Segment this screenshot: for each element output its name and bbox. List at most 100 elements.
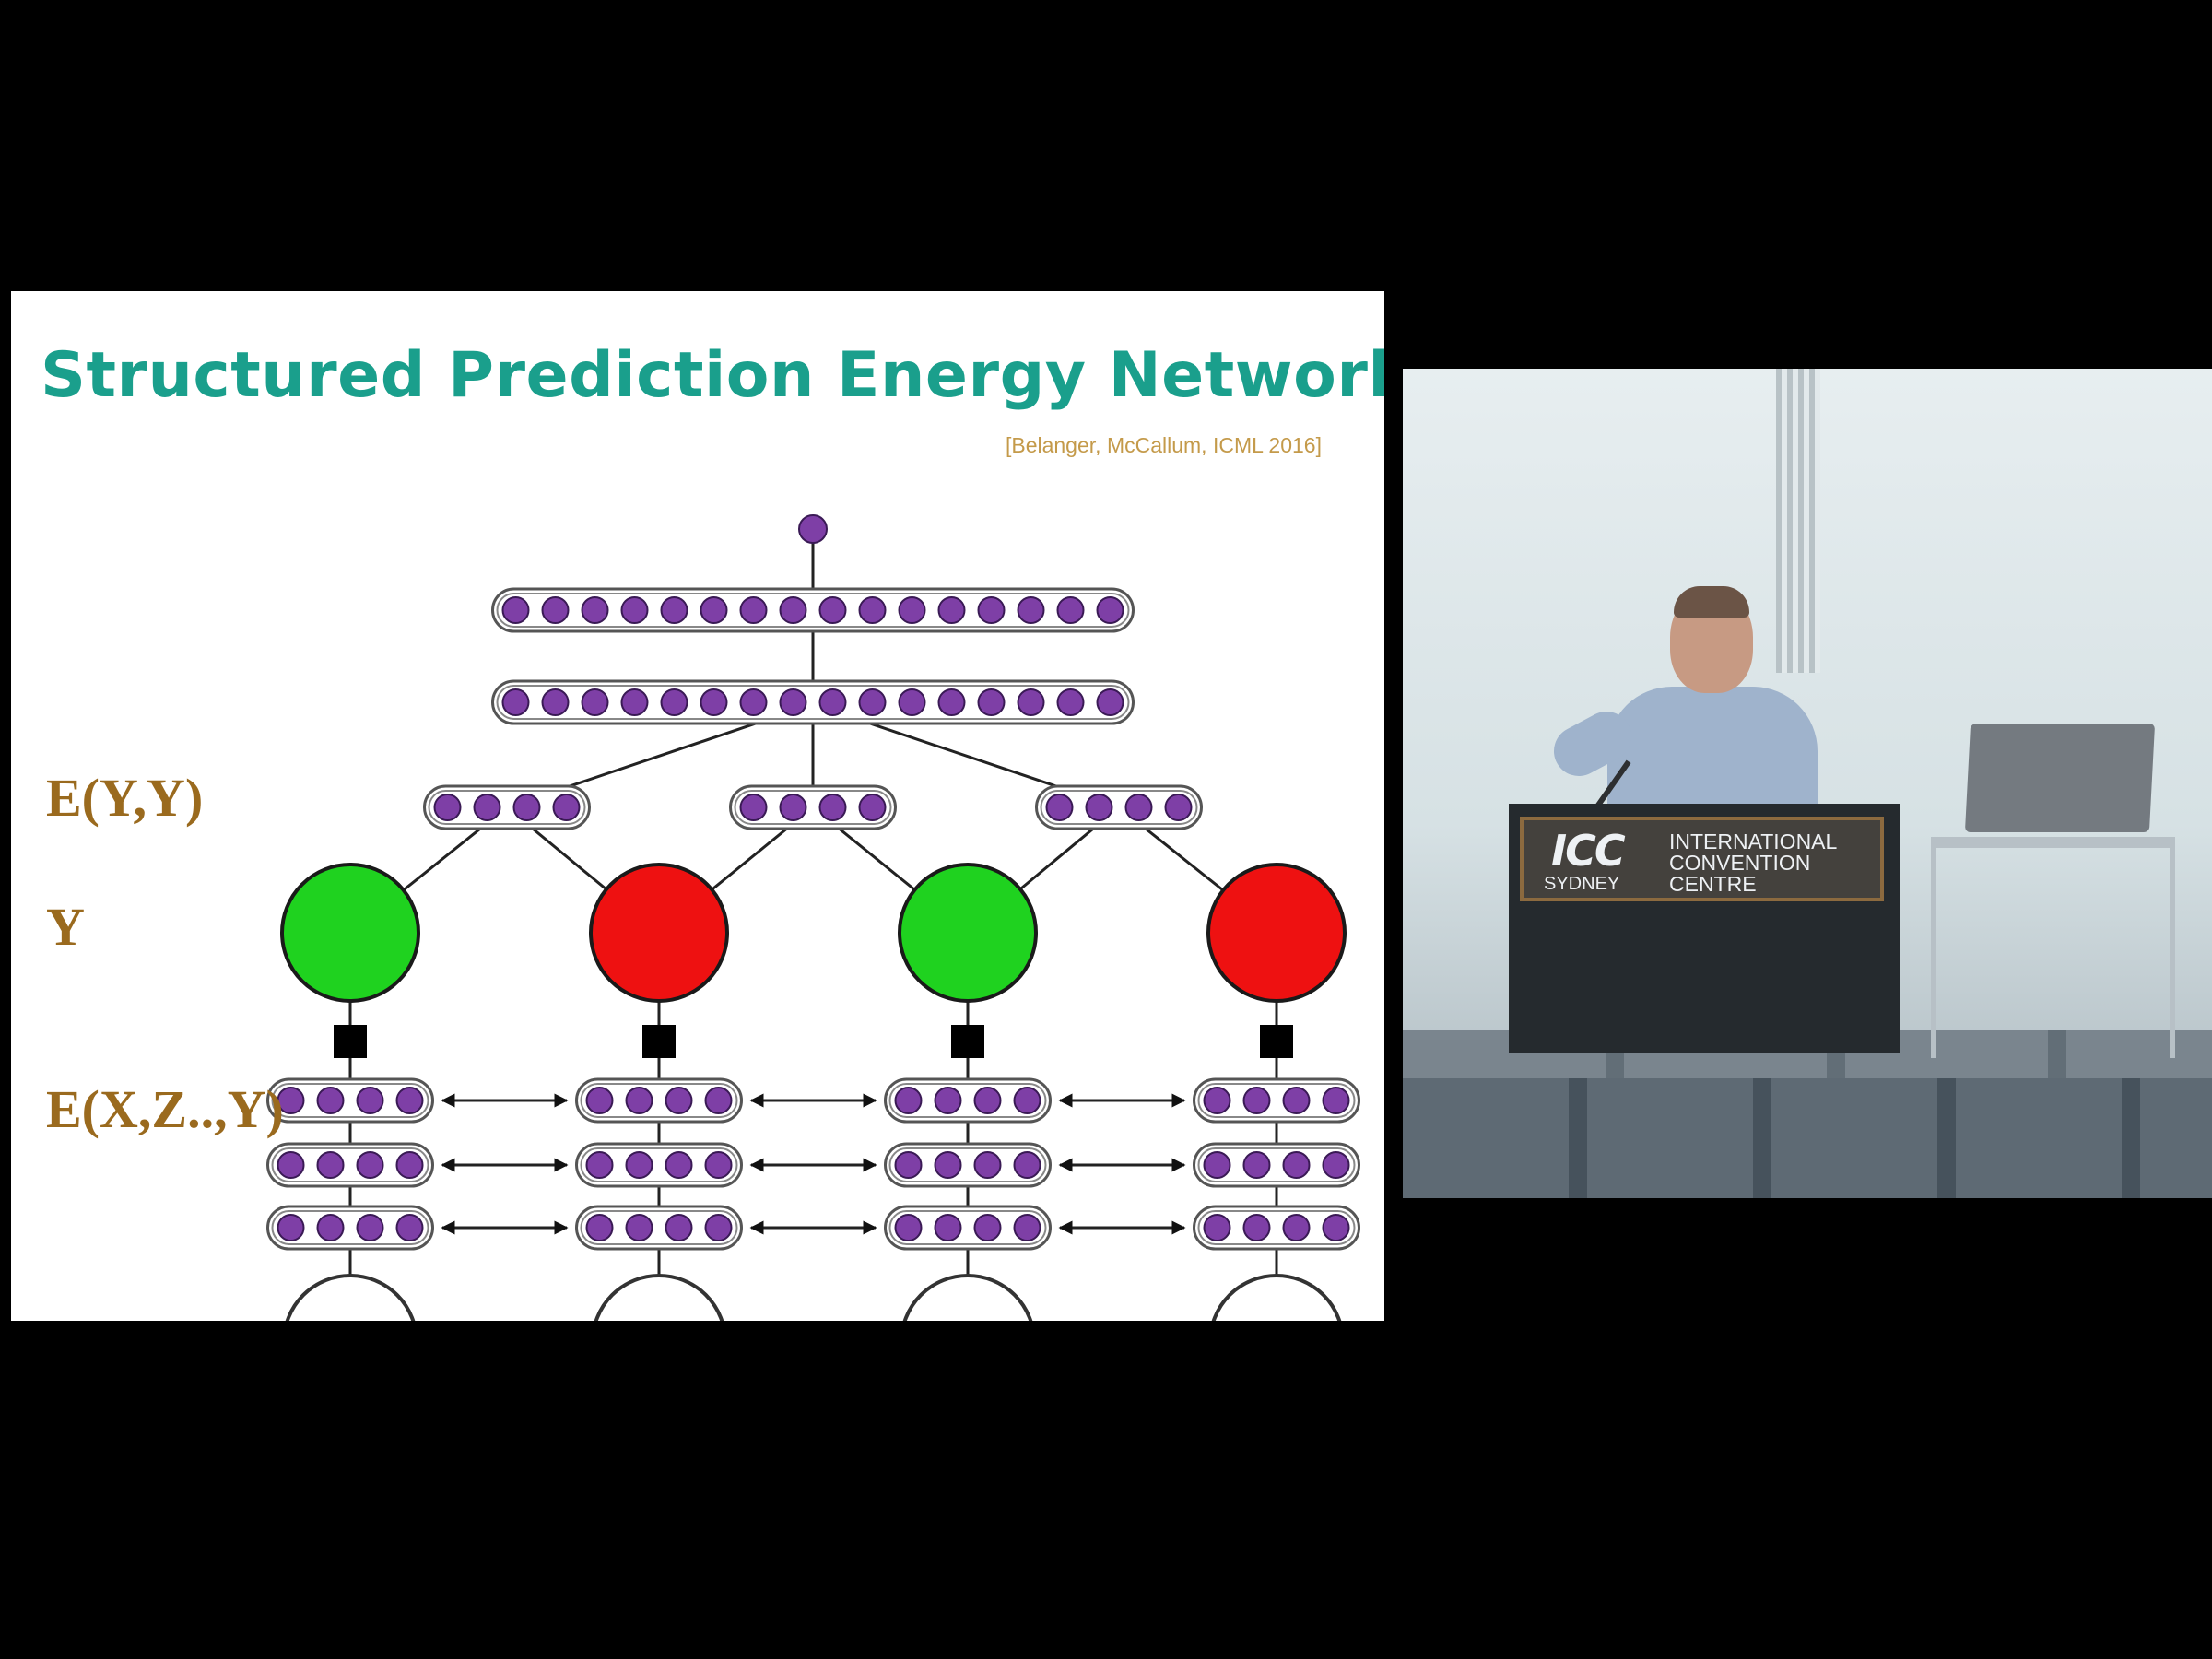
factor-square-3 <box>951 1025 984 1058</box>
pairwise-group-3-neuron <box>1124 794 1153 821</box>
unary-stack-col3-row3-neuron <box>1013 1214 1041 1241</box>
hidden-layer-2-neuron <box>620 596 649 624</box>
podium-city: SYDNEY <box>1544 874 1620 894</box>
unary-stack-col4-row1-neuron <box>1282 1087 1311 1114</box>
unary-stack-col1-row2-neuron <box>356 1151 384 1179</box>
hidden-layer-2-neuron <box>581 596 609 624</box>
unary-stack-col2-row2-neuron <box>625 1151 653 1179</box>
label-node-2 <box>589 863 729 1003</box>
unary-stack-col1-row2-neuron <box>276 1151 305 1179</box>
hidden-layer-1-neuron <box>660 688 688 716</box>
slide-citation: [Belanger, McCallum, ICML 2016] <box>1005 433 1322 457</box>
unary-stack-col3-row3-neuron <box>894 1214 923 1241</box>
hidden-layer-2-neuron <box>660 596 688 624</box>
hidden-layer-2-neuron <box>937 596 966 624</box>
row-label-energy-xzy: E(X,Z..,Y) <box>46 1079 284 1139</box>
unary-stack-col3-row3-neuron <box>934 1214 962 1241</box>
pairwise-group-1-neuron <box>512 794 541 821</box>
spen-network-diagram <box>266 514 1360 1321</box>
unary-stack-col3-row1-neuron <box>1013 1087 1041 1114</box>
unary-stack-col4-row2-inner <box>1197 1147 1356 1182</box>
input-node-4 <box>1211 1274 1342 1321</box>
pairwise-group-2-neuron <box>818 794 847 821</box>
unary-stack-col1-row1-neuron <box>395 1087 424 1114</box>
factor-square-4 <box>1260 1025 1293 1058</box>
presentation-slide: Structured Prediction Energy Networks [B… <box>11 291 1384 1321</box>
hidden-layer-1-inner <box>496 685 1130 720</box>
pairwise-group-2-neuron <box>858 794 887 821</box>
hidden-layer-1-neuron <box>1017 688 1045 716</box>
unary-stack-col2-row2-neuron <box>585 1151 614 1179</box>
pairwise-group-2-inner <box>734 790 892 825</box>
pairwise-group-1-neuron <box>552 794 581 821</box>
unary-stack-col4-row3-neuron <box>1322 1214 1350 1241</box>
hidden-layer-2-neuron <box>1017 596 1045 624</box>
unary-stack-col4-row3-neuron <box>1282 1214 1311 1241</box>
audience-seats-front <box>1403 1078 2212 1198</box>
unary-stack-col4-row3-neuron <box>1203 1214 1231 1241</box>
laptop-stand <box>1931 837 2175 1058</box>
hidden-layer-1-neuron <box>700 688 728 716</box>
speaker-video-feed: ICC SYDNEY INTERNATIONAL CONVENTION CENT… <box>1403 369 2212 1198</box>
speaker-hair <box>1674 586 1749 618</box>
hidden-layer-1-neuron <box>739 688 768 716</box>
hidden-layer-1-neuron <box>620 688 649 716</box>
input-node-2 <box>594 1274 724 1321</box>
podium-logo: ICC <box>1551 826 1626 876</box>
hidden-layer-1-neuron <box>501 688 530 716</box>
unary-stack-col2-row1-inner <box>580 1083 738 1118</box>
label-node-3 <box>898 863 1038 1003</box>
hidden-layer-2-neuron <box>779 596 807 624</box>
pairwise-group-1-neuron <box>433 794 462 821</box>
hidden-layer-1-neuron <box>937 688 966 716</box>
unary-stack-col3-row2-neuron <box>894 1151 923 1179</box>
hidden-layer-2-neuron <box>898 596 926 624</box>
unary-stack-col2-row1-neuron <box>585 1087 614 1114</box>
unary-stack-col1-row2-neuron <box>316 1151 345 1179</box>
hidden-layer-2-inner <box>496 593 1130 628</box>
unary-stack-col2-row2-neuron <box>704 1151 733 1179</box>
hidden-layer-2-neuron <box>1096 596 1124 624</box>
hidden-layer-1-neuron <box>898 688 926 716</box>
unary-stack-col3-row2-neuron <box>934 1151 962 1179</box>
unary-stack-col1-row1-inner <box>271 1083 429 1118</box>
hidden-layer-1-neuron <box>1096 688 1124 716</box>
hidden-layer-1-neuron <box>977 688 1006 716</box>
podium-sign: ICC SYDNEY INTERNATIONAL CONVENTION CENT… <box>1520 817 1884 901</box>
hidden-layer-1-neuron <box>1056 688 1085 716</box>
hidden-layer-2-neuron <box>977 596 1006 624</box>
unary-stack-col1-row1-neuron <box>356 1087 384 1114</box>
unary-stack-col1-row3-neuron <box>316 1214 345 1241</box>
hidden-layer-2-neuron <box>818 596 847 624</box>
unary-stack-col3-row2-inner <box>888 1147 1047 1182</box>
unary-stack-col3-row2-neuron <box>973 1151 1002 1179</box>
pairwise-group-3-neuron <box>1045 794 1074 821</box>
input-node-3 <box>902 1274 1033 1321</box>
unary-stack-col4-row1-neuron <box>1242 1087 1271 1114</box>
hidden-layer-1-neuron <box>779 688 807 716</box>
hidden-layer-1-neuron <box>541 688 570 716</box>
unary-stack-col3-row1-inner <box>888 1083 1047 1118</box>
pairwise-group-2-neuron <box>779 794 807 821</box>
unary-stack-col3-row1-neuron <box>894 1087 923 1114</box>
wall-pipes <box>1776 369 1820 673</box>
unary-stack-col2-row3-neuron <box>585 1214 614 1241</box>
unary-stack-col1-row1-neuron <box>316 1087 345 1114</box>
unary-stack-col3-row1-neuron <box>934 1087 962 1114</box>
pairwise-group-2-neuron <box>739 794 768 821</box>
hidden-layer-1-neuron <box>581 688 609 716</box>
slide-title: Structured Prediction Energy Networks <box>41 339 1384 412</box>
factor-square-1 <box>334 1025 367 1058</box>
unary-stack-col4-row2-neuron <box>1203 1151 1231 1179</box>
unary-stack-col1-row1-neuron <box>276 1087 305 1114</box>
unary-stack-col2-row3-neuron <box>704 1214 733 1241</box>
output-neuron <box>798 514 828 544</box>
input-node-1 <box>285 1274 416 1321</box>
unary-stack-col2-row2-inner <box>580 1147 738 1182</box>
unary-stack-col4-row1-neuron <box>1322 1087 1350 1114</box>
unary-stack-col3-row2-neuron <box>1013 1151 1041 1179</box>
laptop <box>1964 724 2156 832</box>
unary-stack-col1-row3-neuron <box>395 1214 424 1241</box>
unary-stack-col1-row3-neuron <box>356 1214 384 1241</box>
unary-stack-col4-row2-neuron <box>1322 1151 1350 1179</box>
